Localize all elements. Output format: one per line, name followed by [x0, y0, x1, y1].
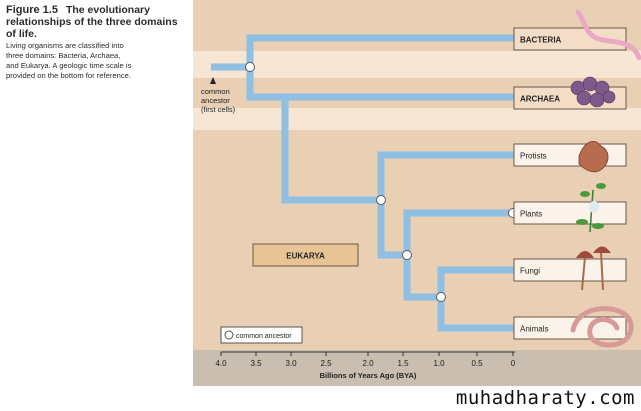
plant-leaf — [576, 219, 588, 225]
protist-icon — [578, 141, 609, 173]
caption-line: and Eukarya. A geologic time scale is — [6, 61, 132, 70]
caption-line: three domains: Bacteria, Archaea, — [6, 51, 121, 60]
archaea-cell — [589, 92, 605, 108]
axis-tick-label: 4.0 — [215, 359, 227, 368]
ancestor-node — [376, 195, 386, 205]
animal-worm-icon — [570, 306, 634, 348]
eukarya-domain-box — [252, 243, 359, 267]
leaf-label-plants: Plants — [520, 210, 542, 219]
axis-tick-label: 0.5 — [471, 359, 483, 368]
branch-plants-fungi-animals — [377, 200, 407, 259]
axis-tick-label: 2.0 — [362, 359, 374, 368]
eukarya-domain-label: EUKARYA — [286, 252, 325, 261]
archaea-cluster-icon — [570, 76, 616, 108]
figure-title: The evolutionary relationships of the th… — [6, 4, 178, 40]
axis-tick-label: 1.0 — [433, 359, 445, 368]
branch-bacteria — [246, 34, 515, 67]
axis-tick-label: 2.5 — [320, 359, 332, 368]
figure-label: Figure 1.5 — [6, 4, 58, 16]
axis-title: Billions of Years Ago (BYA) — [320, 371, 417, 380]
branch-plants — [403, 209, 515, 255]
root-arrow-icon — [210, 77, 216, 84]
root-label-line: common — [201, 87, 230, 96]
branch-protists — [377, 151, 515, 200]
axis-tick-label: 3.0 — [285, 359, 297, 368]
legend-node-icon — [224, 330, 234, 340]
plant-leaf — [592, 223, 604, 229]
root-label-line: (first cells) — [201, 105, 236, 114]
tree-branches — [211, 34, 515, 332]
leaf-label-animals: Animals — [520, 325, 548, 334]
plant-leaf — [580, 191, 590, 197]
mushroom-cap — [576, 251, 594, 258]
branch-eukarya-stem — [281, 97, 381, 204]
axis-ticks — [220, 352, 514, 356]
archaea-cell — [602, 90, 616, 104]
light-band — [193, 51, 641, 78]
fungi-icon — [576, 246, 611, 291]
axis-tick-label: 0 — [511, 359, 516, 368]
mushroom-stalk — [600, 251, 604, 291]
ancestor-nodes — [245, 62, 518, 302]
mushroom-stalk — [581, 256, 586, 291]
axis-strip — [193, 350, 641, 386]
leaf-box-fungi — [513, 258, 627, 282]
root-label: common ancestor (first cells) — [201, 87, 236, 114]
legend-box — [220, 326, 303, 344]
branch-archaea-stem — [246, 67, 515, 101]
axis-tick-label: 1.5 — [397, 359, 409, 368]
branch-animals — [437, 297, 515, 332]
caption-line: provided on the bottom for reference. — [6, 71, 131, 80]
axis-tick-labels: 4.0 3.5 3.0 2.5 2.0 1.5 1.0 0.5 0 — [215, 359, 515, 368]
legend-label: common ancestor — [236, 333, 292, 340]
plant-icon — [576, 183, 606, 233]
plant-flower — [589, 201, 599, 213]
ancestor-node — [402, 250, 412, 260]
caption-line: Living organisms are classified into — [6, 41, 124, 50]
phylogenetic-tree-diagram: common ancestor (first cells) BACTERIA A… — [193, 0, 641, 386]
leaf-label-protists: Protists — [520, 152, 547, 161]
axis-tick-label: 3.5 — [250, 359, 262, 368]
leaf-label-bacteria: BACTERIA — [520, 36, 562, 45]
plant-leaf — [596, 183, 606, 189]
leaf-box-bacteria — [513, 27, 627, 51]
bacteria-chain-icon — [575, 9, 641, 61]
leaf-label-fungi: Fungi — [520, 267, 540, 276]
watermark-text: muhadharaty.com — [455, 387, 635, 409]
branch-fungi — [437, 266, 515, 297]
branch-fungi-animals — [403, 255, 441, 301]
archaea-cell — [576, 90, 592, 106]
light-band — [193, 108, 641, 130]
ancestor-node — [245, 62, 255, 72]
leaf-label-archaea: ARCHAEA — [520, 95, 560, 104]
caption-body: Living organisms are classified into thr… — [6, 41, 184, 81]
ancestor-node — [436, 292, 446, 302]
root-label-line: ancestor — [201, 96, 230, 105]
mushroom-cap — [593, 246, 611, 253]
